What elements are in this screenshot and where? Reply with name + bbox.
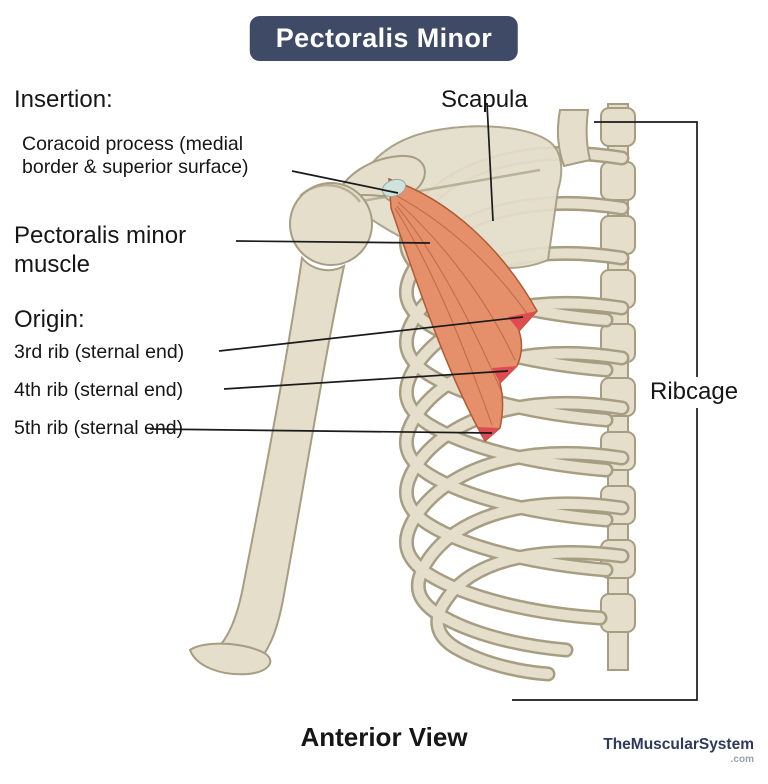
leader-lines — [149, 102, 524, 434]
origin-item-rib3: 3rd rib (sternal end) — [14, 341, 185, 363]
pectoralis-minor-muscle — [381, 177, 538, 443]
brand-text: TheMuscularSystem — [603, 736, 754, 753]
muscle-insertion-tips — [478, 311, 537, 441]
muscle-tendon — [381, 178, 407, 198]
title-badge: Pectoralis Minor — [249, 16, 519, 61]
origin-item-rib5: 5th rib (sternal end) — [14, 417, 184, 439]
anterior-view-label: Anterior View — [300, 722, 468, 752]
origin-heading: Origin: — [14, 306, 85, 333]
brand-suffix: .com — [730, 753, 754, 765]
ribcage-bracket — [512, 121, 698, 701]
humerus-bone — [188, 182, 373, 676]
insertion-detail: Coracoid process (medial border & superi… — [22, 133, 249, 179]
origin-item-rib4: 4th rib (sternal end) — [14, 379, 184, 401]
pectoralis-minor-label: Pectoralis minor muscle — [14, 222, 187, 278]
scapula-label: Scapula — [441, 86, 528, 113]
brand: TheMuscularSystem .com — [603, 737, 754, 765]
insertion-heading: Insertion: — [14, 86, 113, 113]
title-badge-label: Pectoralis Minor — [275, 23, 493, 53]
ribcage-label: Ribcage — [644, 377, 745, 408]
spine-bones — [600, 103, 636, 671]
